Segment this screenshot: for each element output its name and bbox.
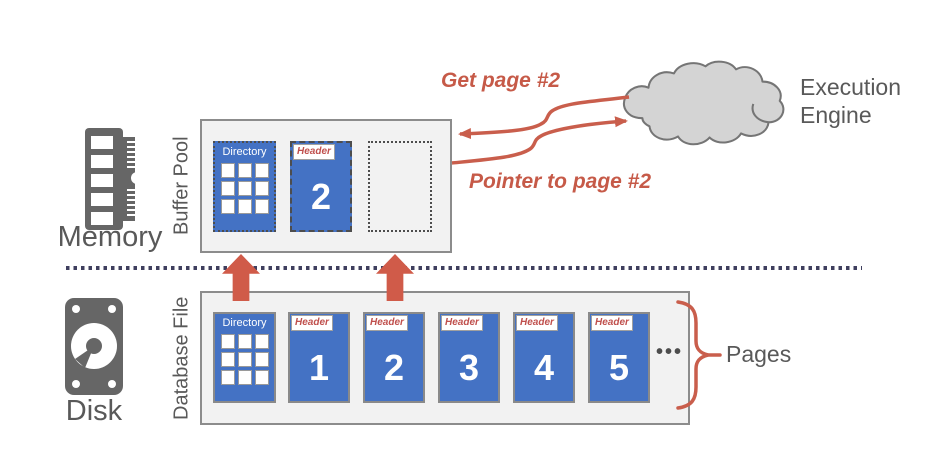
page-number: 2 (383, 346, 405, 388)
disk-label: Disk (65, 395, 123, 427)
database-file-directory: Directory (213, 312, 276, 403)
page-header-tab: Header (591, 315, 633, 331)
memory-label: Memory (57, 221, 163, 253)
pages-brace-label: Pages (726, 341, 792, 367)
page-header-label: Header (595, 317, 629, 328)
get-page-annotation: Get page #2 (441, 69, 561, 92)
directory-label: Directory (222, 146, 267, 158)
page-number: 3 (458, 346, 480, 388)
memory-disk-separator (66, 266, 862, 270)
page-header-label: Header (295, 317, 329, 328)
page-header-tab: Header (366, 315, 408, 331)
execution-engine-label: Execution Engine (800, 73, 901, 129)
page-header-tab: Header (441, 315, 483, 331)
directory-grid-icon (220, 163, 269, 214)
page-number: 4 (533, 346, 555, 388)
execution-engine-label-line1: Execution (800, 74, 902, 100)
page-number: 1 (308, 346, 330, 388)
db-page-3: Header 3 (438, 312, 500, 403)
disk-icon (65, 298, 123, 395)
page-number: 2 (310, 175, 332, 217)
pointer-annotation: Pointer to page #2 (469, 170, 652, 193)
db-page-5: Header 5 (588, 312, 650, 403)
page-header-tab: Header (291, 315, 333, 331)
pointer-arrow (451, 116, 628, 165)
more-pages-ellipsis: ••• (656, 341, 684, 363)
page-header-label: Header (520, 317, 554, 328)
get-page-arrow (458, 95, 630, 140)
page-number: 5 (608, 346, 630, 388)
buffer-pool-directory: Directory (213, 141, 276, 232)
execution-engine-cloud-icon (623, 60, 785, 146)
database-file-label: Database File (170, 296, 193, 420)
db-page-4: Header 4 (513, 312, 575, 403)
request-response-arrows (451, 95, 630, 165)
page-header-label: Header (445, 317, 479, 328)
buffer-pool-empty-frame (368, 141, 432, 232)
directory-grid-icon (220, 334, 269, 385)
buffer-pool-page-2: Header 2 (290, 141, 352, 232)
db-page-1: Header 1 (288, 312, 350, 403)
page-header-label: Header (297, 146, 331, 157)
execution-engine-label-line2: Engine (800, 102, 872, 129)
pages-brace (676, 300, 722, 410)
memory-ram-icon (85, 128, 142, 230)
page-header-tab: Header (293, 144, 335, 160)
page-header-label: Header (370, 317, 404, 328)
page-header-tab: Header (516, 315, 558, 331)
db-page-2: Header 2 (363, 312, 425, 403)
directory-label: Directory (222, 317, 267, 329)
buffer-pool-label: Buffer Pool (170, 136, 193, 236)
